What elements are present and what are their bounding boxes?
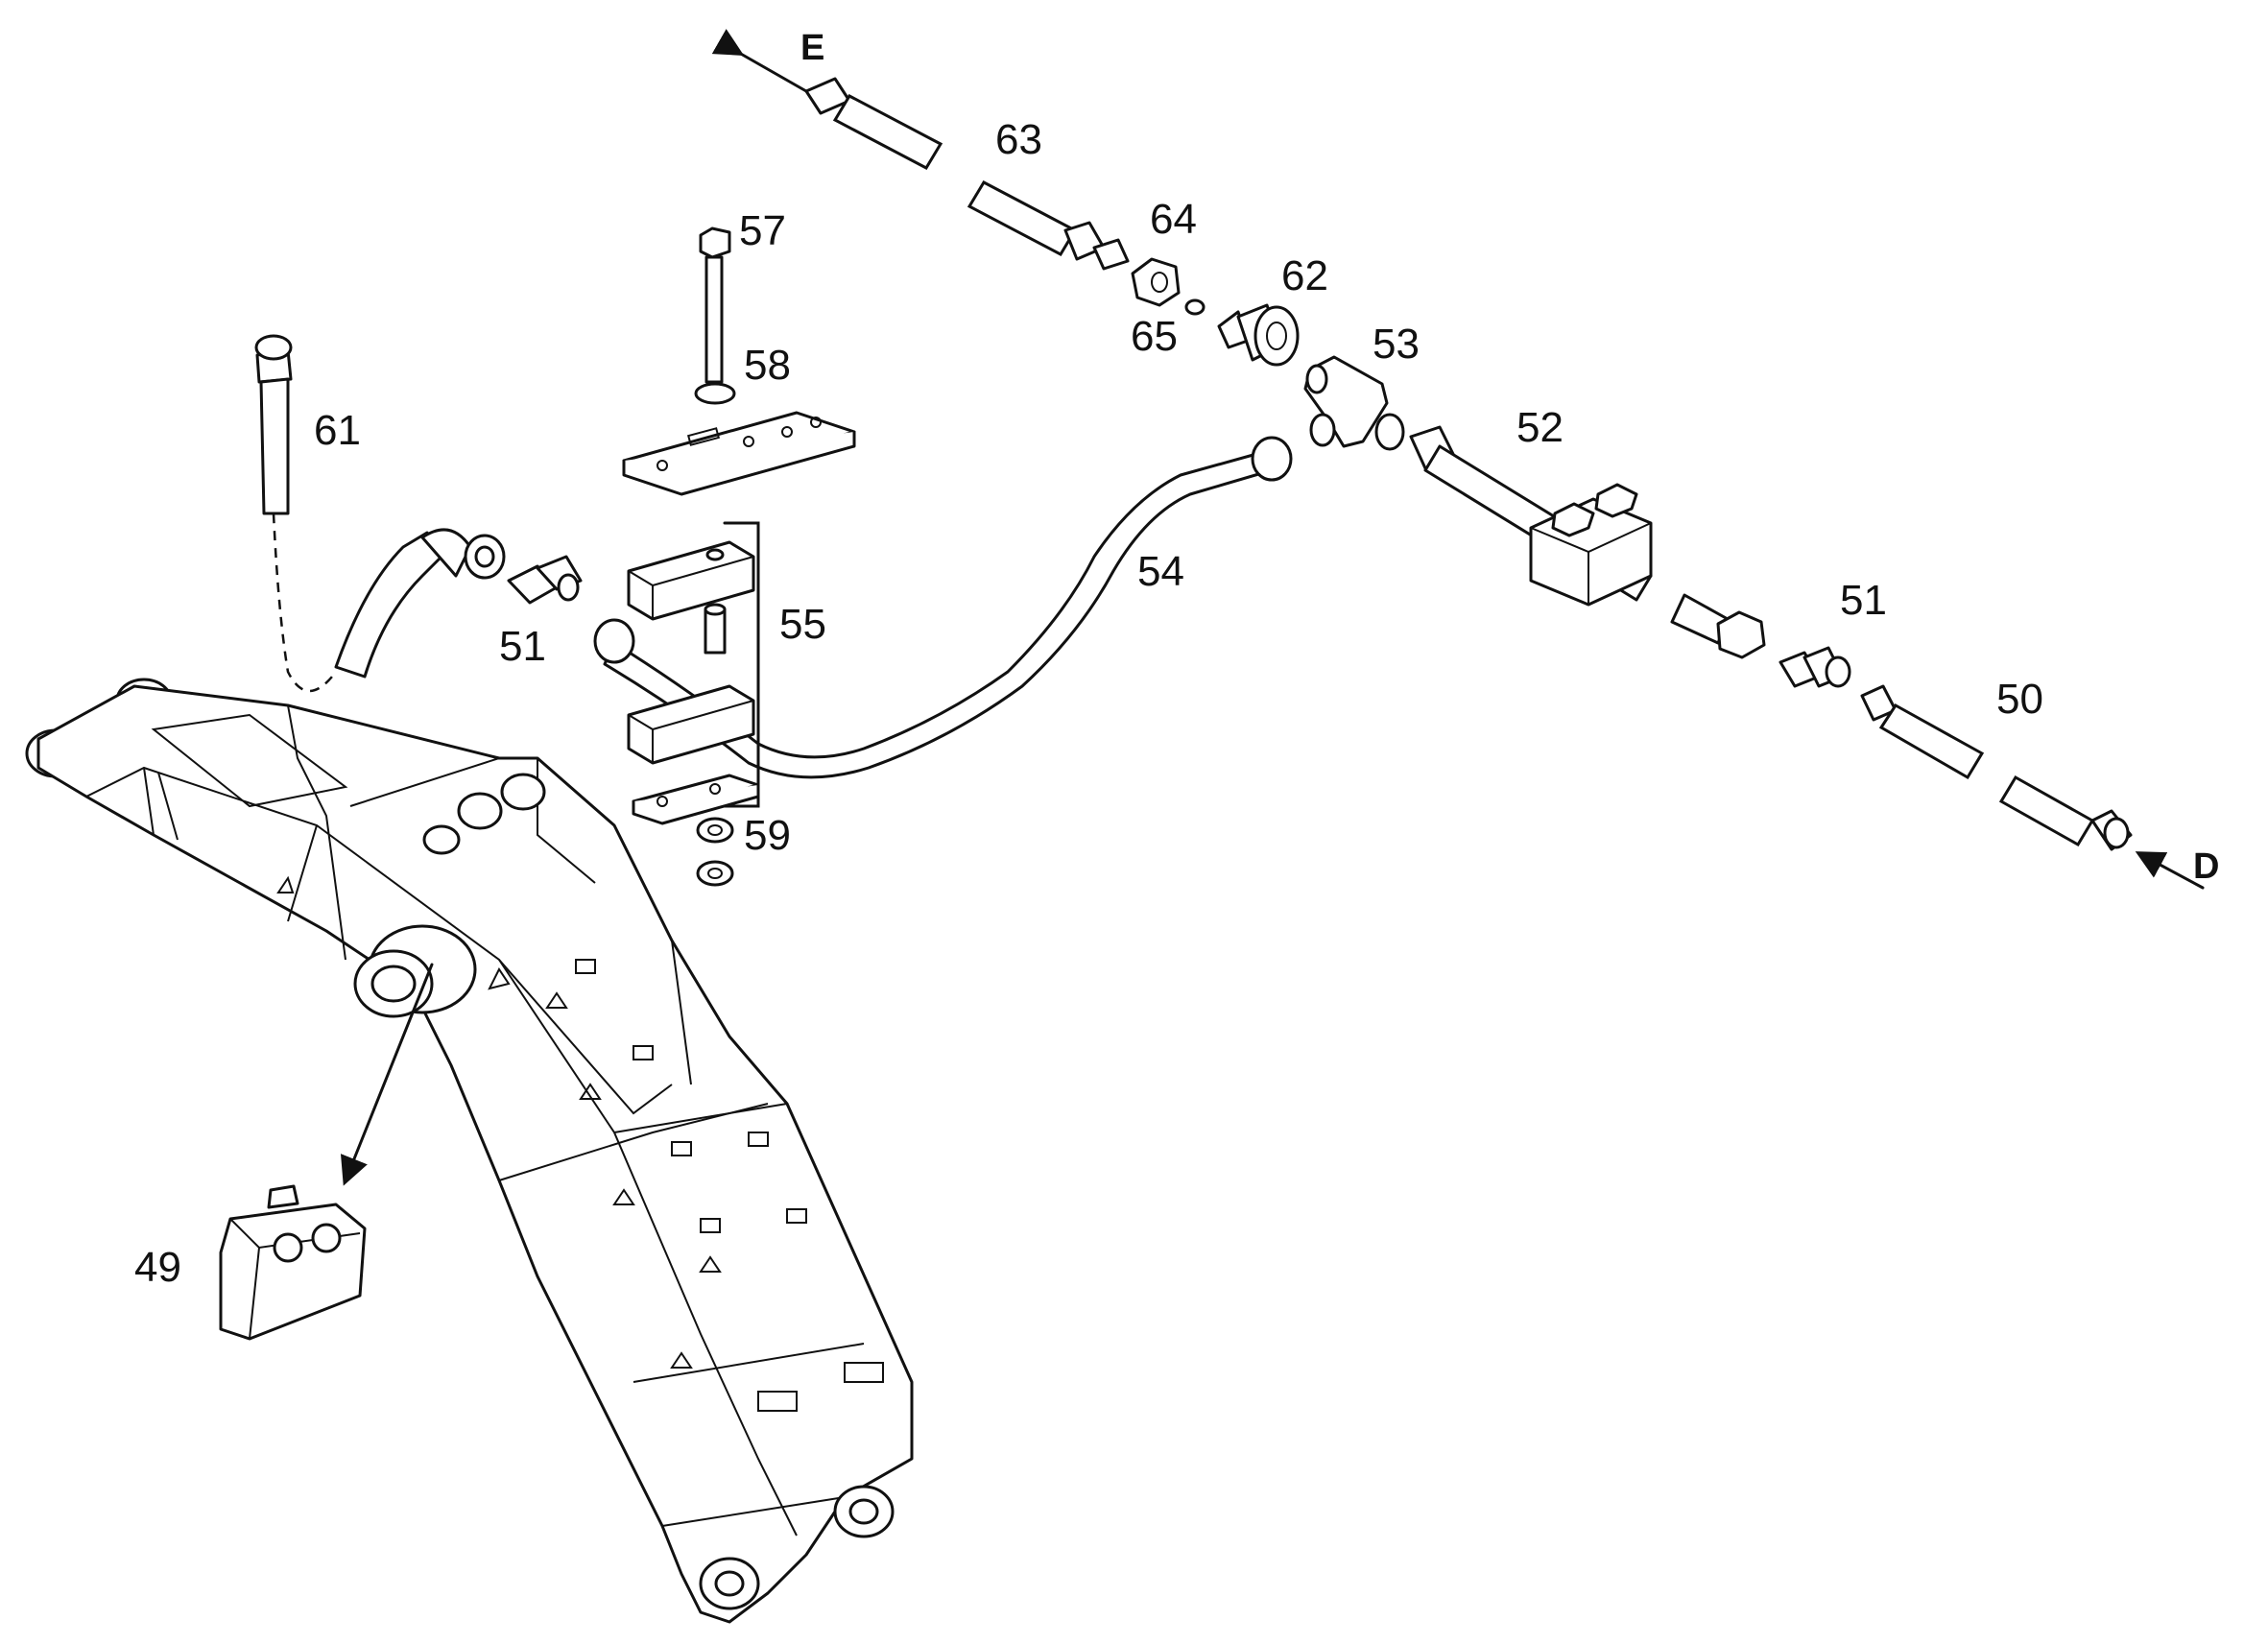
label-61: 61 — [314, 407, 361, 454]
part-61-hose — [254, 334, 337, 693]
part-49-clamp-block — [219, 1184, 367, 1341]
part-53-tee — [1303, 355, 1405, 451]
label-57: 57 — [739, 207, 786, 254]
part-65-sleeve — [1184, 298, 1206, 316]
label-55: 55 — [779, 601, 826, 648]
direction-arrow-d — [2135, 851, 2205, 890]
label-49: 49 — [134, 1244, 181, 1291]
part-51-fitting-left — [507, 555, 583, 605]
part-64-nut — [1131, 257, 1181, 307]
direction-label-d: D — [2193, 846, 2219, 887]
label-54: 54 — [1137, 548, 1184, 595]
label-64: 64 — [1150, 196, 1197, 243]
label-63: 63 — [995, 116, 1042, 163]
label-53: 53 — [1373, 321, 1420, 368]
part-62-adapter — [1217, 303, 1300, 367]
part-51-fitting-right — [1779, 646, 1851, 688]
part-55-clamp-assembly — [622, 226, 856, 887]
label-65: 65 — [1131, 313, 1178, 360]
label-59: 59 — [744, 812, 791, 859]
part-59-nuts — [696, 817, 734, 887]
part-labels: 49 50 51 51 52 53 54 55 57 58 59 61 62 6… — [134, 28, 2219, 1291]
part-54-tube — [593, 436, 1293, 779]
direction-label-e: E — [800, 28, 824, 68]
label-51-left: 51 — [499, 623, 546, 670]
label-50: 50 — [1996, 676, 2043, 723]
label-58: 58 — [744, 342, 791, 389]
label-62: 62 — [1281, 252, 1328, 299]
part-63-hose — [711, 29, 1130, 271]
part-52-tube-clamp — [1409, 425, 1766, 659]
elbow-hose-assembly — [334, 528, 506, 679]
boom-structure — [25, 678, 914, 1624]
detail-pointer-arrow — [340, 963, 434, 1186]
boom-bracket-details — [575, 959, 884, 1412]
label-51-right: 51 — [1840, 577, 1887, 624]
label-52: 52 — [1516, 404, 1564, 451]
part-50-hose — [1860, 684, 2133, 851]
